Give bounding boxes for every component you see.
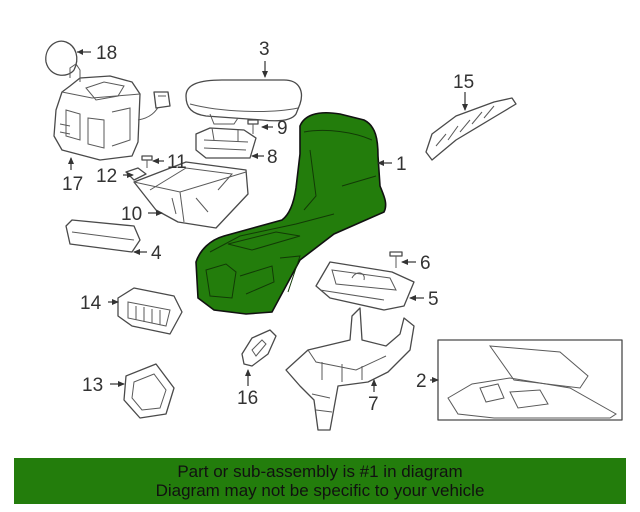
callout-12[interactable]: 12 (96, 166, 117, 187)
part-2-inset-view[interactable] (437, 339, 623, 421)
part-17-shifter-assembly[interactable] (53, 63, 141, 161)
part-10-storage-bin[interactable] (133, 161, 249, 229)
part-16-vent-bezel[interactable] (241, 329, 277, 367)
part-11-screw[interactable] (141, 155, 153, 168)
part-8-latch-bracket[interactable] (195, 127, 257, 159)
callout-10[interactable]: 10 (121, 204, 142, 225)
footer-banner: Part or sub-assembly is #1 in diagram Di… (14, 458, 626, 504)
callout-11[interactable]: 11 (167, 152, 187, 173)
callout-17[interactable]: 17 (62, 174, 83, 195)
footer-line-part-number: Part or sub-assembly is #1 in diagram (177, 462, 463, 481)
parts-diagram: 18 3 15 9 8 11 12 17 1 10 4 6 5 14 16 7 … (45, 39, 623, 431)
footer-line-disclaimer: Diagram may not be specific to your vehi… (155, 481, 485, 500)
part-4-trim-panel[interactable] (65, 219, 141, 253)
callout-7[interactable]: 7 (368, 394, 379, 415)
part-6-screw[interactable] (389, 251, 403, 268)
callout-4[interactable]: 4 (151, 243, 162, 264)
callout-15[interactable]: 15 (453, 72, 474, 93)
part-9-screw[interactable] (247, 119, 259, 134)
callout-labels: 18 3 15 9 8 11 12 17 1 10 4 6 5 14 16 7 … (62, 39, 474, 415)
callout-18[interactable]: 18 (96, 43, 117, 64)
shifter-harness (137, 91, 171, 121)
callout-6[interactable]: 6 (420, 253, 431, 274)
part-3-armrest-lid[interactable] (185, 79, 303, 125)
callout-5[interactable]: 5 (428, 289, 439, 310)
callout-1[interactable]: 1 (396, 154, 407, 175)
callout-16[interactable]: 16 (237, 388, 258, 409)
part-18-shift-knob-cap[interactable] (45, 40, 78, 76)
callout-leaders (68, 49, 468, 392)
callout-3[interactable]: 3 (259, 39, 270, 60)
callout-13[interactable]: 13 (82, 375, 103, 396)
part-7-mounting-bracket[interactable] (285, 307, 415, 431)
part-14-air-vent[interactable] (117, 287, 183, 335)
part-13-trim-ring[interactable] (123, 363, 175, 419)
part-15-side-trim[interactable] (425, 97, 517, 161)
part-5-shifter-bezel[interactable] (315, 261, 415, 311)
part-1-floor-console[interactable] (195, 111, 387, 315)
part-12-clip[interactable] (125, 167, 147, 181)
callout-8[interactable]: 8 (267, 147, 278, 168)
callout-9[interactable]: 9 (277, 118, 288, 139)
callout-2[interactable]: 2 (416, 371, 427, 392)
callout-14[interactable]: 14 (80, 293, 102, 314)
